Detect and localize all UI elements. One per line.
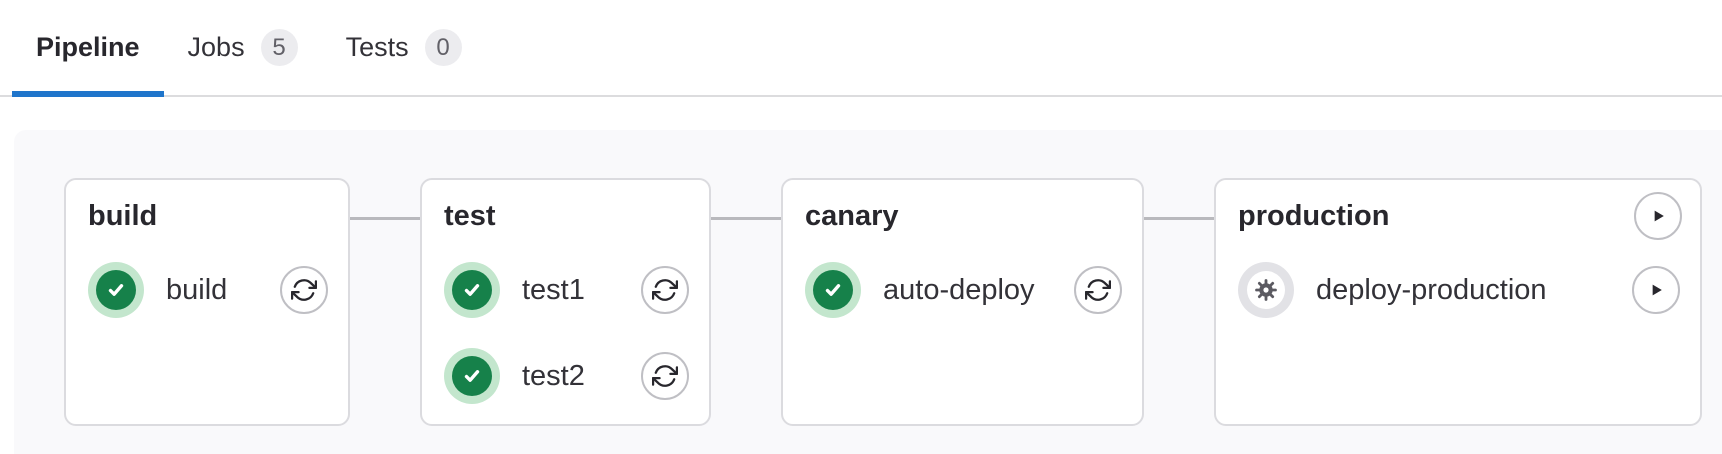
stage-header: test [444,198,689,234]
check-icon [464,370,480,382]
stage-title: canary [805,199,899,232]
stage-connector-line [350,217,420,220]
stage-title: test [444,199,496,232]
job-status-success-icon [805,262,861,318]
gear-icon [1255,279,1277,301]
stage-card-production: production [1214,178,1702,426]
jobs-count-badge: 5 [260,29,298,66]
stage-card-build: build build [64,178,350,426]
stage-play-button[interactable] [1634,192,1682,240]
stage-connector-line [1144,217,1214,220]
retry-icon [652,279,678,301]
job-name[interactable]: build [166,273,228,306]
stage-header: build [88,198,328,234]
stage-title: build [88,199,158,232]
job-retry-button[interactable] [1074,266,1122,314]
job-retry-button[interactable] [641,266,689,314]
stage-card-canary: canary auto-deploy [781,178,1144,426]
tab-tests-label: Tests [345,32,409,62]
pipeline-stages: build build test [64,178,1702,426]
job-retry-button[interactable] [280,266,328,314]
job-retry-button[interactable] [641,352,689,400]
tab-tests[interactable]: Tests 0 [322,0,486,95]
stage-jobs: test1 test2 [444,262,689,404]
job-name[interactable]: test2 [522,359,585,392]
stage-connector-line [711,217,781,220]
play-icon [1652,284,1662,296]
stage-card-test: test test1 [420,178,711,426]
job-name[interactable]: auto-deploy [883,273,1035,306]
check-icon [464,284,480,296]
job-name[interactable]: deploy-production [1316,273,1547,306]
job-status-manual-icon [1238,262,1294,318]
tab-jobs-label: Jobs [187,32,245,62]
job-row: auto-deploy [805,262,1122,318]
play-icon [1654,210,1664,222]
job-row: deploy-production [1238,262,1680,318]
job-play-button[interactable] [1632,266,1680,314]
stage-title: production [1238,199,1390,232]
stage-jobs: build [88,262,328,318]
job-row: build [88,262,328,318]
retry-icon [652,365,678,387]
stage-header: production [1238,192,1682,240]
pipeline-tabbar: Pipeline Jobs 5 Tests 0 [0,0,1722,97]
check-icon [108,284,124,296]
tests-count-badge: 0 [424,29,462,66]
job-row: test1 [444,262,689,318]
stage-jobs: deploy-production [1238,262,1680,318]
tab-pipeline[interactable]: Pipeline [12,0,164,97]
retry-icon [291,279,317,301]
tab-jobs[interactable]: Jobs 5 [164,0,322,95]
check-icon [825,284,841,296]
pipeline-graph-canvas: build build test [14,130,1722,454]
job-status-success-icon [88,262,144,318]
job-status-success-icon [444,348,500,404]
stage-jobs: auto-deploy [805,262,1122,318]
job-name[interactable]: test1 [522,273,585,306]
job-status-success-icon [444,262,500,318]
job-row: test2 [444,348,689,404]
retry-icon [1085,279,1111,301]
tab-pipeline-label: Pipeline [36,32,140,62]
stage-header: canary [805,198,1122,234]
